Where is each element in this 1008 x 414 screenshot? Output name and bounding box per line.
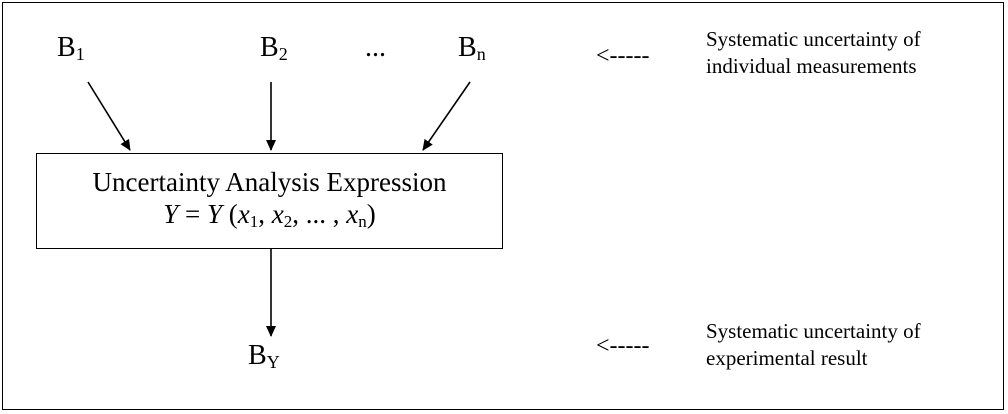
annotation-arrow-result: <-----: [596, 333, 650, 359]
input-b1: B1: [57, 32, 85, 64]
arrow-b1-to-box: [87, 81, 131, 151]
box-equation: Y = Y (x1, x2, ... , xn): [163, 199, 376, 231]
output-by: BY: [248, 340, 280, 372]
diagram-frame: [2, 2, 1004, 410]
input-bn: Bn: [458, 32, 486, 64]
ellipsis: ...: [365, 32, 386, 63]
uncertainty-expression-box: Uncertainty Analysis Expression Y = Y (x…: [36, 153, 503, 249]
annotation-measurements: Systematic uncertainty of individual mea…: [706, 27, 921, 78]
annotation-arrow-measurements: <-----: [596, 43, 650, 69]
input-b2: B2: [260, 32, 288, 64]
arrow-bn-to-box: [422, 81, 471, 151]
box-title: Uncertainty Analysis Expression: [92, 167, 447, 197]
annotation-result: Systematic uncertainty of experimental r…: [706, 319, 921, 370]
